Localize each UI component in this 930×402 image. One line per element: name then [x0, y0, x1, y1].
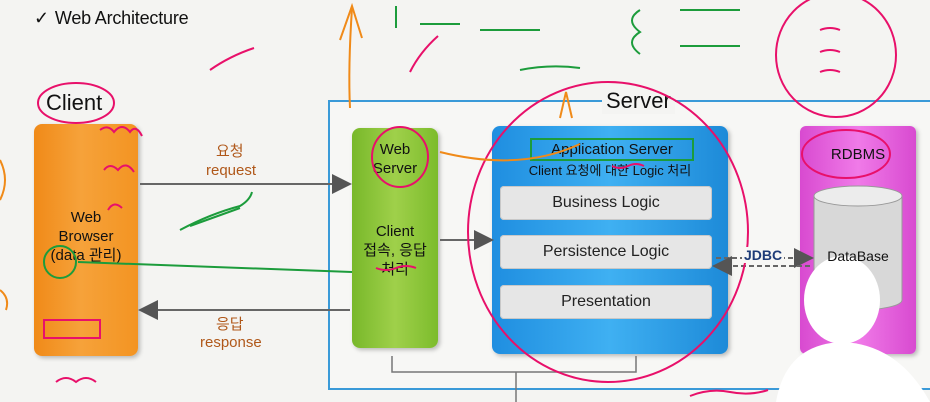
client-box: [34, 124, 138, 356]
rdbms-label: RDBMS: [830, 146, 886, 163]
page-title: ✓Web Architecture: [34, 8, 189, 28]
request-label-korean: 요청: [216, 143, 244, 160]
persistence-logic-layer: Persistence Logic: [500, 235, 712, 269]
response-label-korean: 응답: [216, 316, 244, 333]
presenter-silhouette: [776, 256, 930, 402]
orange-annotations: [0, 2, 581, 311]
web-server-box: [352, 128, 438, 348]
web-server-title: Web Server: [372, 141, 418, 177]
response-label: response: [200, 334, 262, 351]
business-logic-layer: Business Logic: [500, 186, 712, 220]
presentation-layer: Presentation: [500, 285, 712, 319]
green-annotations: [43, 6, 740, 279]
web-server-description: Client 접속, 응답 처리: [363, 223, 427, 278]
application-server-title: Application Server: [530, 138, 694, 161]
check-icon: ✓: [34, 8, 49, 28]
red-annotations: [37, 0, 897, 397]
client-description: Web Browser (data 관리): [50, 209, 122, 264]
database-label: DataBase: [827, 248, 889, 264]
application-server-subtitle: Client 요청에 대한 Logic 처리: [528, 163, 692, 178]
client-label: Client: [46, 90, 103, 115]
bottom-bracket: [391, 356, 637, 373]
jdbc-label: JDBC: [742, 247, 785, 263]
request-label: request: [206, 162, 257, 179]
